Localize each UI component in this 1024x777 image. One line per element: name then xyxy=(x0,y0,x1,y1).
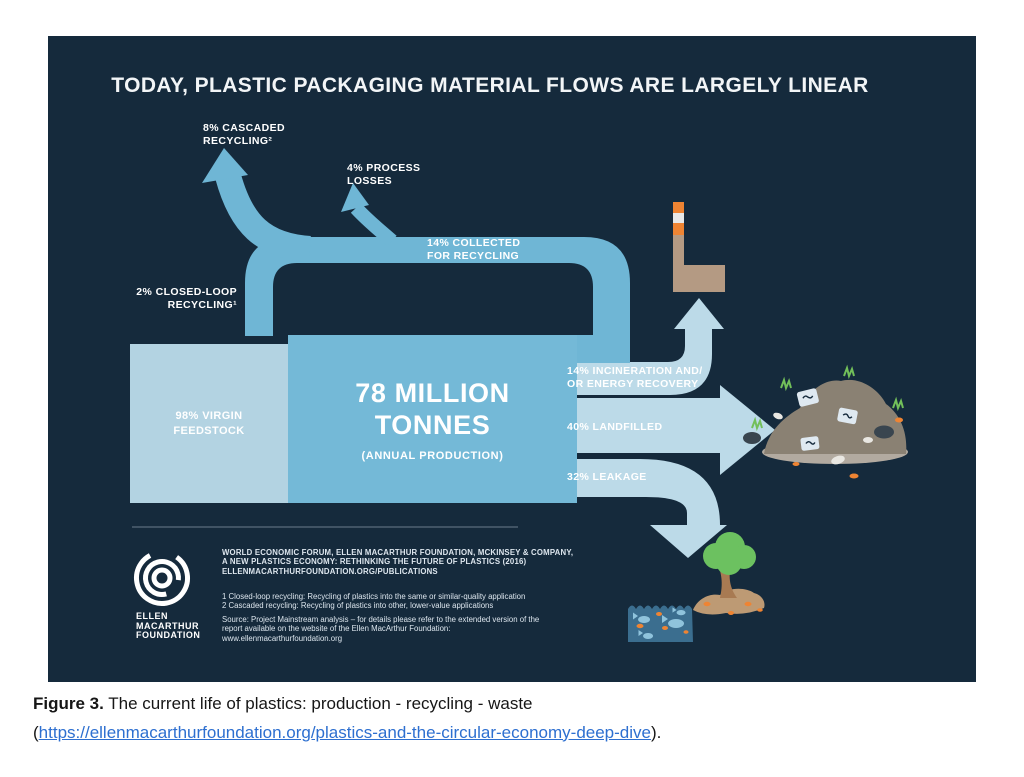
credit-line: WORLD ECONOMIC FORUM, ELLEN MACARTHUR FO… xyxy=(222,548,574,557)
landfilled-label: 40% LANDFILLED xyxy=(567,421,662,434)
landfill-heap-icon xyxy=(743,364,908,479)
source-line: Source: Project Mainstream analysis – fo… xyxy=(222,615,540,624)
incineration-label: 14% INCINERATION AND/ OR ENERGY RECOVERY xyxy=(567,365,703,391)
leakage-label-line1: 32% LEAKAGE xyxy=(567,471,647,483)
landfilled-label-line1: 40% LANDFILLED xyxy=(567,421,663,433)
credit-line: A NEW PLASTICS ECONOMY: RETHINKING THE F… xyxy=(222,557,527,567)
production-box xyxy=(288,335,577,503)
caption-open-paren: ( xyxy=(33,722,39,742)
logo-line-ellen: ELLEN xyxy=(136,611,169,621)
footnote-closed-loop: 1 Closed-loop recycling: Recycling of pl… xyxy=(222,592,526,601)
collected-label-line2: FOR RECYCLING xyxy=(427,250,520,262)
infographic-title: TODAY, PLASTIC PACKAGING MATERIAL FLOWS … xyxy=(111,74,869,97)
shore-icon xyxy=(693,588,765,615)
leakage-label: 32% LEAKAGE xyxy=(567,471,647,484)
footer-footnotes: 1 Closed-loop recycling: Recycling of pl… xyxy=(222,592,525,611)
credit-line: ELLENMACARTHURFOUNDATION.ORG/PUBLICATION… xyxy=(222,566,438,576)
incineration-label-line1: 14% INCINERATION AND/ xyxy=(567,365,703,377)
process-losses-label-line1: 4% PROCESS xyxy=(347,162,421,174)
production-label: 78 MILLION TONNES (ANNUAL PRODUCTION) xyxy=(288,335,577,503)
cascaded-recycling-flow xyxy=(202,148,312,262)
caption-line2: (https://ellenmacarthurfoundation.org/pl… xyxy=(33,719,993,748)
cascaded-recycling-label: 8% CASCADED RECYCLING² xyxy=(203,122,285,148)
infographic-panel: TODAY, PLASTIC PACKAGING MATERIAL FLOWS … xyxy=(48,36,976,682)
incineration-flow xyxy=(577,298,724,395)
process-losses-flow xyxy=(341,183,397,247)
source-line: report available on the website of the E… xyxy=(222,624,451,634)
logo-line-foundation: FOUNDATION xyxy=(136,630,201,640)
incineration-label-line2: OR ENERGY RECOVERY xyxy=(567,378,699,390)
landfill-flow xyxy=(577,385,775,475)
caption-line1: Figure 3. The current life of plastics: … xyxy=(33,690,993,719)
cascaded-recycling-label-line1: 8% CASCADED xyxy=(203,122,285,134)
flow-diagram xyxy=(130,148,908,642)
water-icon xyxy=(628,605,693,642)
collected-for-recycling-label: 14% COLLECTED FOR RECYCLING xyxy=(427,237,520,263)
cascaded-arrowhead xyxy=(202,148,248,183)
figure-number: Figure 3. xyxy=(33,694,104,713)
landfill-arrowhead xyxy=(720,385,775,475)
virgin-label-line1: 98% VIRGIN xyxy=(175,409,243,422)
closed-loop-label-line2: RECYCLING¹ xyxy=(167,299,237,311)
footer-source: Source: Project Mainstream analysis – fo… xyxy=(222,615,539,643)
incineration-arrowhead xyxy=(674,298,724,329)
factory-icon xyxy=(673,202,725,292)
figure-caption: Figure 3. The current life of plastics: … xyxy=(33,690,993,747)
tree-icon xyxy=(703,532,756,598)
leakage-flow xyxy=(577,459,727,558)
caption-text: The current life of plastics: production… xyxy=(103,694,533,713)
footnote-cascaded: 2 Cascaded recycling: Recycling of plast… xyxy=(222,601,494,611)
collected-label-line1: 14% COLLECTED xyxy=(427,237,521,249)
foundation-logo-icon xyxy=(134,550,190,606)
logo-line-macarthur: MACARTHUR xyxy=(136,620,199,631)
production-label-line1: 78 MILLION xyxy=(355,377,510,408)
closed-loop-recycling-label: 2% CLOSED-LOOP RECYCLING¹ xyxy=(87,286,237,312)
environment-icon xyxy=(628,532,765,642)
process-losses-arrowhead xyxy=(341,183,369,212)
virgin-feedstock-label: 98% VIRGIN FEEDSTOCK xyxy=(130,344,288,503)
footer-credit: WORLD ECONOMIC FORUM, ELLEN MACARTHUR FO… xyxy=(222,548,573,576)
caption-link[interactable]: https://ellenmacarthurfoundation.org/pla… xyxy=(38,722,651,742)
fish-icon xyxy=(633,607,686,639)
source-line: www.ellenmacarthurfoundation.org xyxy=(222,633,343,643)
cascaded-recycling-label-line2: RECYCLING² xyxy=(203,135,273,147)
production-label-subtitle: (ANNUAL PRODUCTION) xyxy=(361,449,504,462)
production-label-line2: TONNES xyxy=(374,409,491,440)
virgin-feedstock-box xyxy=(130,344,288,503)
foundation-logo-text: ELLEN MACARTHUR FOUNDATION xyxy=(136,611,201,641)
virgin-label-line2: FEEDSTOCK xyxy=(173,424,245,437)
process-losses-label: 4% PROCESS LOSSES xyxy=(347,162,420,188)
process-losses-label-line2: LOSSES xyxy=(347,175,392,187)
caption-close-paren: ). xyxy=(650,722,662,742)
closed-loop-label-line1: 2% CLOSED-LOOP xyxy=(136,286,237,298)
